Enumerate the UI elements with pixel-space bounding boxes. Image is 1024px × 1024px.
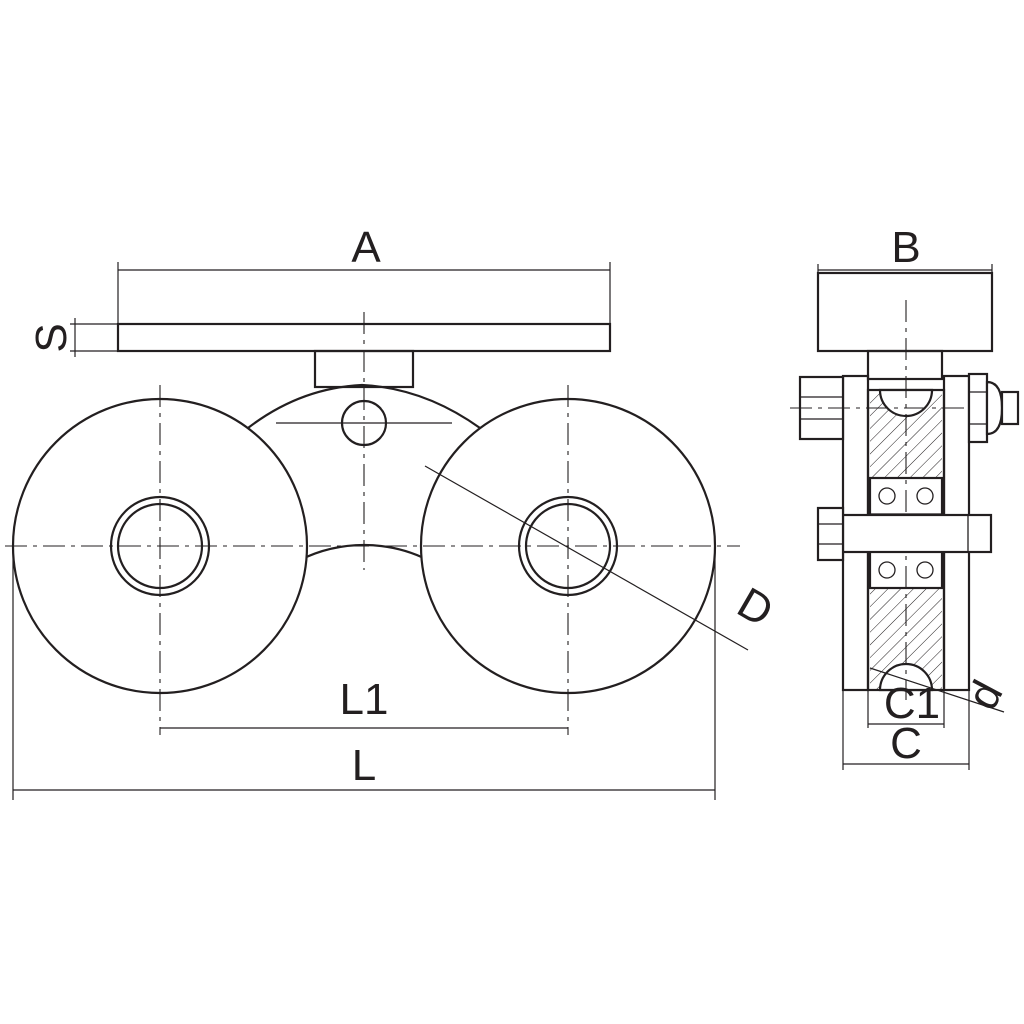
label-d: D: [729, 578, 781, 636]
side-top-plate: [816, 271, 994, 353]
side-stem: [866, 349, 944, 381]
label-a: A: [351, 223, 381, 272]
dimension-c: C: [842, 690, 970, 770]
dimension-l: L: [12, 546, 716, 800]
label-b: B: [891, 223, 920, 272]
bracket-body: [247, 383, 481, 429]
dimension-l1: L1: [160, 675, 568, 729]
wheel-section: [866, 300, 946, 700]
label-c: C: [890, 719, 922, 768]
label-l: L: [352, 741, 376, 790]
dimension-a: A: [117, 223, 611, 324]
bolt-nut-right: [967, 372, 1020, 444]
side-view: B d C1 C: [790, 223, 1020, 770]
axle-nut-left: [816, 506, 845, 562]
dimension-s: S: [27, 318, 118, 357]
label-s: S: [27, 323, 76, 352]
label-l1: L1: [340, 675, 389, 724]
dimension-c1: C1: [867, 679, 945, 728]
axle-shaft: [841, 513, 993, 554]
label-small-d: d: [958, 673, 1013, 718]
label-c1: C1: [884, 679, 940, 728]
dimension-b: B: [817, 223, 993, 273]
bolt-head-left: [790, 375, 1018, 441]
front-view: A S D L1 L: [5, 223, 781, 800]
